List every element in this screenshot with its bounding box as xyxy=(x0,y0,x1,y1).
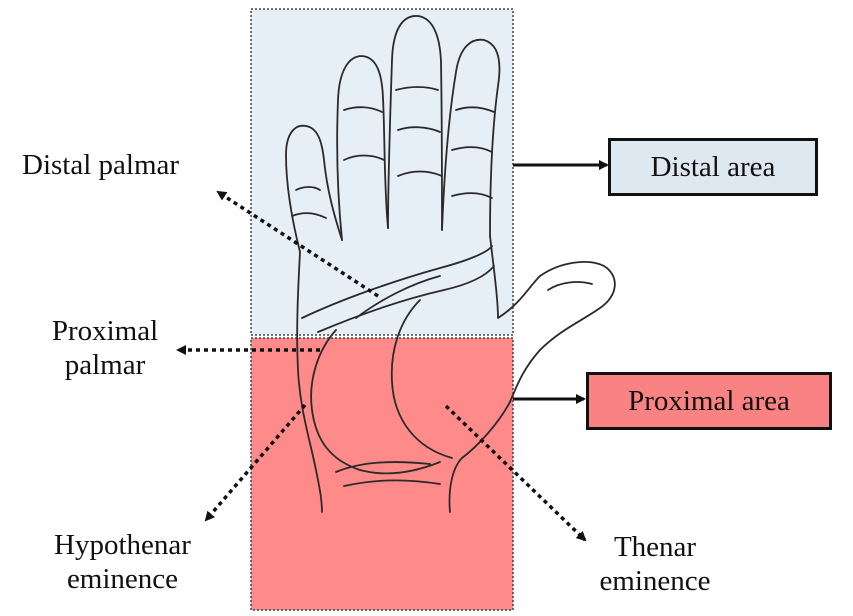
proximal-palmar-label: Proximal palmar xyxy=(30,314,180,382)
distal-area-box: Distal area xyxy=(608,138,818,196)
hypothenar-line2: eminence xyxy=(30,562,215,596)
proximal-palmar-line1: Proximal xyxy=(30,314,180,348)
thenar-eminence-label: Thenar eminence xyxy=(570,530,740,598)
proximal-area-box: Proximal area xyxy=(586,372,832,430)
hypothenar-eminence-label: Hypothenar eminence xyxy=(30,528,215,596)
distal-palmar-label: Distal palmar xyxy=(22,148,179,182)
thenar-line2: eminence xyxy=(570,564,740,598)
distal-area-label: Distal area xyxy=(651,150,776,184)
proximal-area-label: Proximal area xyxy=(628,384,790,418)
proximal-palmar-line2: palmar xyxy=(30,348,180,382)
hypothenar-line1: Hypothenar xyxy=(30,528,215,562)
thenar-line1: Thenar xyxy=(570,530,740,564)
